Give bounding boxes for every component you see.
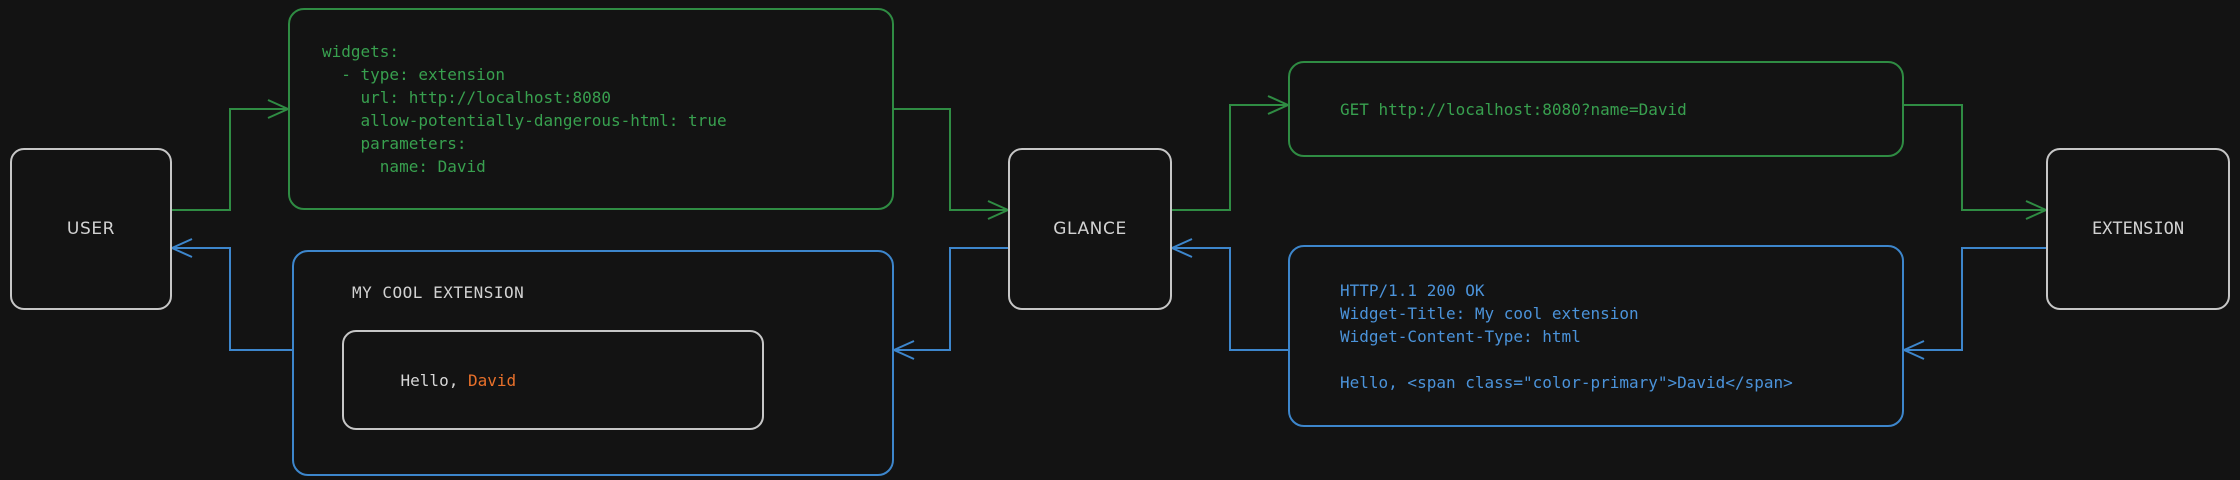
arrowhead-response-in [1901, 340, 1925, 360]
arrowhead-config-in [267, 99, 291, 119]
node-glance[interactable]: GLANCE [1008, 148, 1172, 310]
message-http-response [1288, 245, 1904, 427]
message-http-request [1288, 61, 1904, 157]
arrowhead-widget-in [891, 340, 915, 360]
arrowhead-glance-response-in [1169, 238, 1193, 258]
edge-widget-to-user [172, 247, 292, 351]
message-config-yaml [288, 8, 894, 210]
edge-config-to-glance [892, 108, 1008, 211]
node-glance-label: GLANCE [1053, 219, 1127, 239]
widget-card [342, 330, 764, 430]
widget-title-label: MY COOL EXTENSION [352, 283, 525, 302]
edge-response-to-glance [1172, 247, 1288, 351]
node-user-label: USER [66, 219, 116, 239]
widget-body-text: Hello, David [362, 352, 517, 409]
arrowhead-glance-in [987, 200, 1011, 220]
edge-glance-to-request [1172, 104, 1288, 211]
edge-glance-to-widget [894, 247, 1008, 351]
arrowhead-request-in [1267, 95, 1291, 115]
node-extension[interactable]: EXTENSION [2046, 148, 2230, 310]
node-extension-label: EXTENSION [2091, 219, 2185, 239]
arrowhead-extension-in [2025, 200, 2049, 220]
arrowhead-user-in [169, 238, 193, 258]
widget-body-prefix: Hello, [400, 370, 468, 390]
edge-user-to-config [172, 108, 288, 211]
http-response-text: HTTP/1.1 200 OK Widget-Title: My cool ex… [1340, 280, 1793, 392]
config-yaml-text: widgets: - type: extension url: http://l… [322, 42, 727, 176]
edge-extension-to-response [1904, 247, 2046, 351]
node-user[interactable]: USER [10, 148, 172, 310]
widget-body-accent: David [467, 370, 517, 390]
edge-request-to-extension [1903, 104, 2046, 211]
http-request-text: GET http://localhost:8080?name=David [1340, 99, 1687, 119]
